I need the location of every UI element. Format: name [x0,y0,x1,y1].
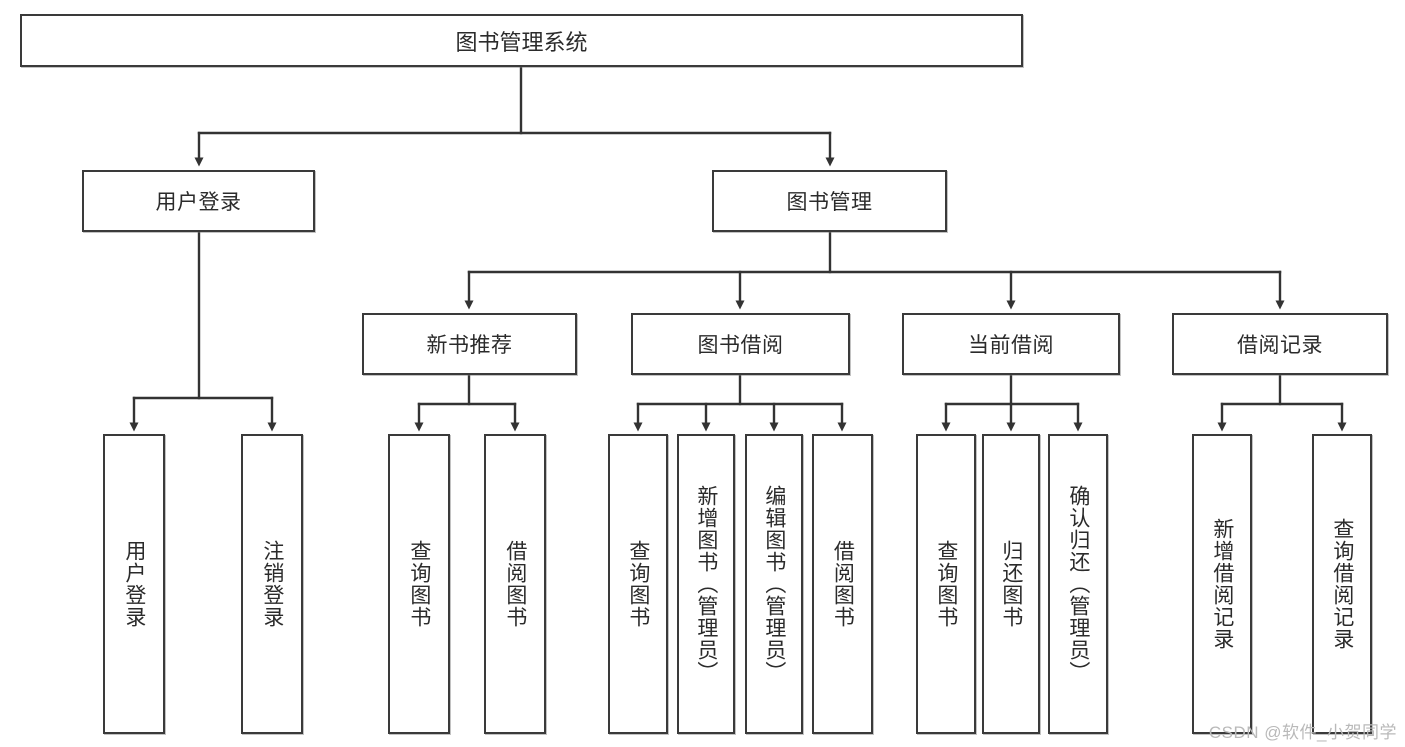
node-label: 确认归还（管理员） [1066,485,1090,683]
node-leaf-return-book[interactable]: 归还图书 [982,434,1040,734]
node-book-manage[interactable]: 图书管理 [712,170,947,232]
node-borrow-record[interactable]: 借阅记录 [1172,313,1388,375]
node-leaf-edit-book[interactable]: 编辑图书（管理员） [745,434,803,734]
node-leaf-logout[interactable]: 注销登录 [241,434,303,734]
node-label: 借阅图书 [503,540,527,628]
node-leaf-borrow-book-1[interactable]: 借阅图书 [484,434,546,734]
node-label: 新书推荐 [426,334,513,357]
node-book-borrow[interactable]: 图书借阅 [631,313,850,375]
node-leaf-confirm-return[interactable]: 确认归还（管理员） [1048,434,1108,734]
node-root-system[interactable]: 图书管理系统 [20,14,1023,67]
node-label: 借阅图书 [831,540,855,628]
node-leaf-query-book-1[interactable]: 查询图书 [388,434,450,734]
node-leaf-add-book[interactable]: 新增图书（管理员） [677,434,735,734]
node-label: 用户登录 [155,191,242,214]
node-leaf-query-book-2[interactable]: 查询图书 [608,434,668,734]
node-label: 新增借阅记录 [1210,518,1234,650]
node-label: 查询图书 [934,540,958,628]
node-leaf-add-record[interactable]: 新增借阅记录 [1192,434,1252,734]
node-label: 编辑图书（管理员） [762,485,786,683]
node-user-login[interactable]: 用户登录 [82,170,315,232]
node-current-borrow[interactable]: 当前借阅 [902,313,1120,375]
node-label: 注销登录 [260,540,284,628]
node-label: 查询图书 [626,540,650,628]
node-label: 图书借阅 [697,334,784,357]
node-label: 归还图书 [999,540,1023,628]
node-label: 当前借阅 [968,334,1054,357]
node-leaf-query-record[interactable]: 查询借阅记录 [1312,434,1372,734]
node-label: 查询图书 [407,540,431,628]
node-label: 图书管理系统 [455,29,588,55]
node-new-book-rec[interactable]: 新书推荐 [362,313,577,375]
watermark: CSDN @软件_小贺同学 [1208,723,1397,742]
node-leaf-query-book-3[interactable]: 查询图书 [916,434,976,734]
node-label: 图书管理 [786,191,873,214]
node-leaf-user-login[interactable]: 用户登录 [103,434,165,734]
node-leaf-borrow-book-2[interactable]: 借阅图书 [812,434,873,734]
node-label: 借阅记录 [1237,334,1323,357]
node-label: 新增图书（管理员） [694,485,718,683]
node-label: 查询借阅记录 [1330,518,1354,650]
node-label: 用户登录 [122,540,146,628]
